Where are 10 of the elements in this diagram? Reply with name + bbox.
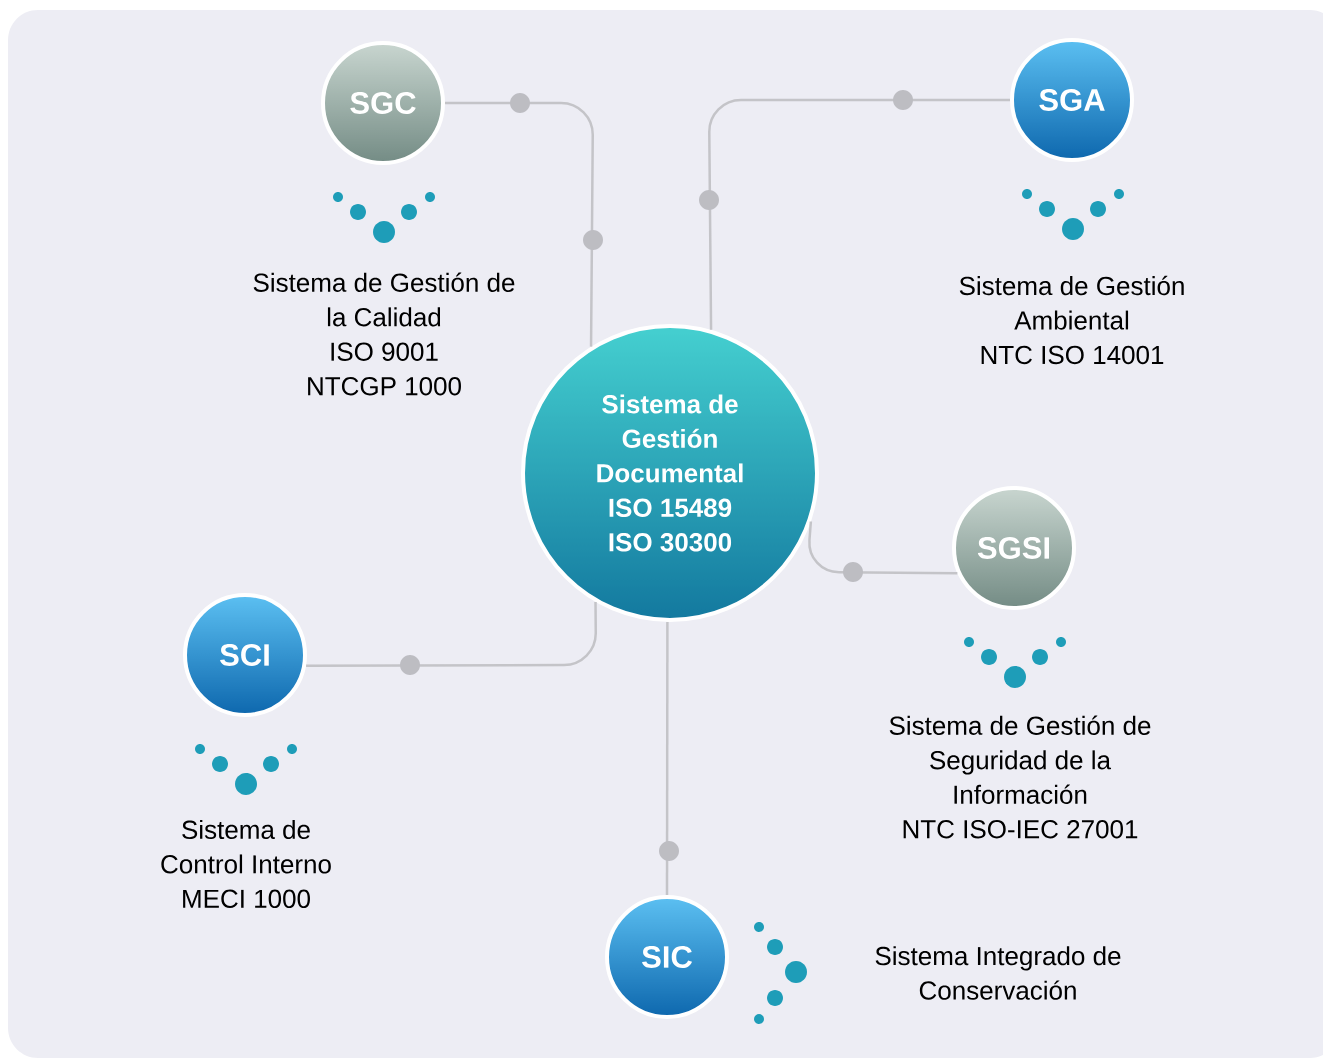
caption-text: Sistema de Gestión de Seguridad de la Información NTC ISO-IEC 27001 [889,715,1151,839]
connector-line [445,101,594,347]
connector-line [665,621,669,895]
connector-line [808,521,958,575]
connector-line [708,98,1010,330]
caption-text: Sistema Integrado de Conservación [875,946,1121,1000]
caption-text: Sistema de Gestión de la Calidad ISO 9001 NTCGP 1000 [253,272,515,396]
caption-text: Sistema de Control Interno MECI 1000 [161,819,331,909]
connector-line [306,602,597,667]
caption-text: Sistema de Gestión Ambiental NTC ISO 14001 [959,275,1184,365]
